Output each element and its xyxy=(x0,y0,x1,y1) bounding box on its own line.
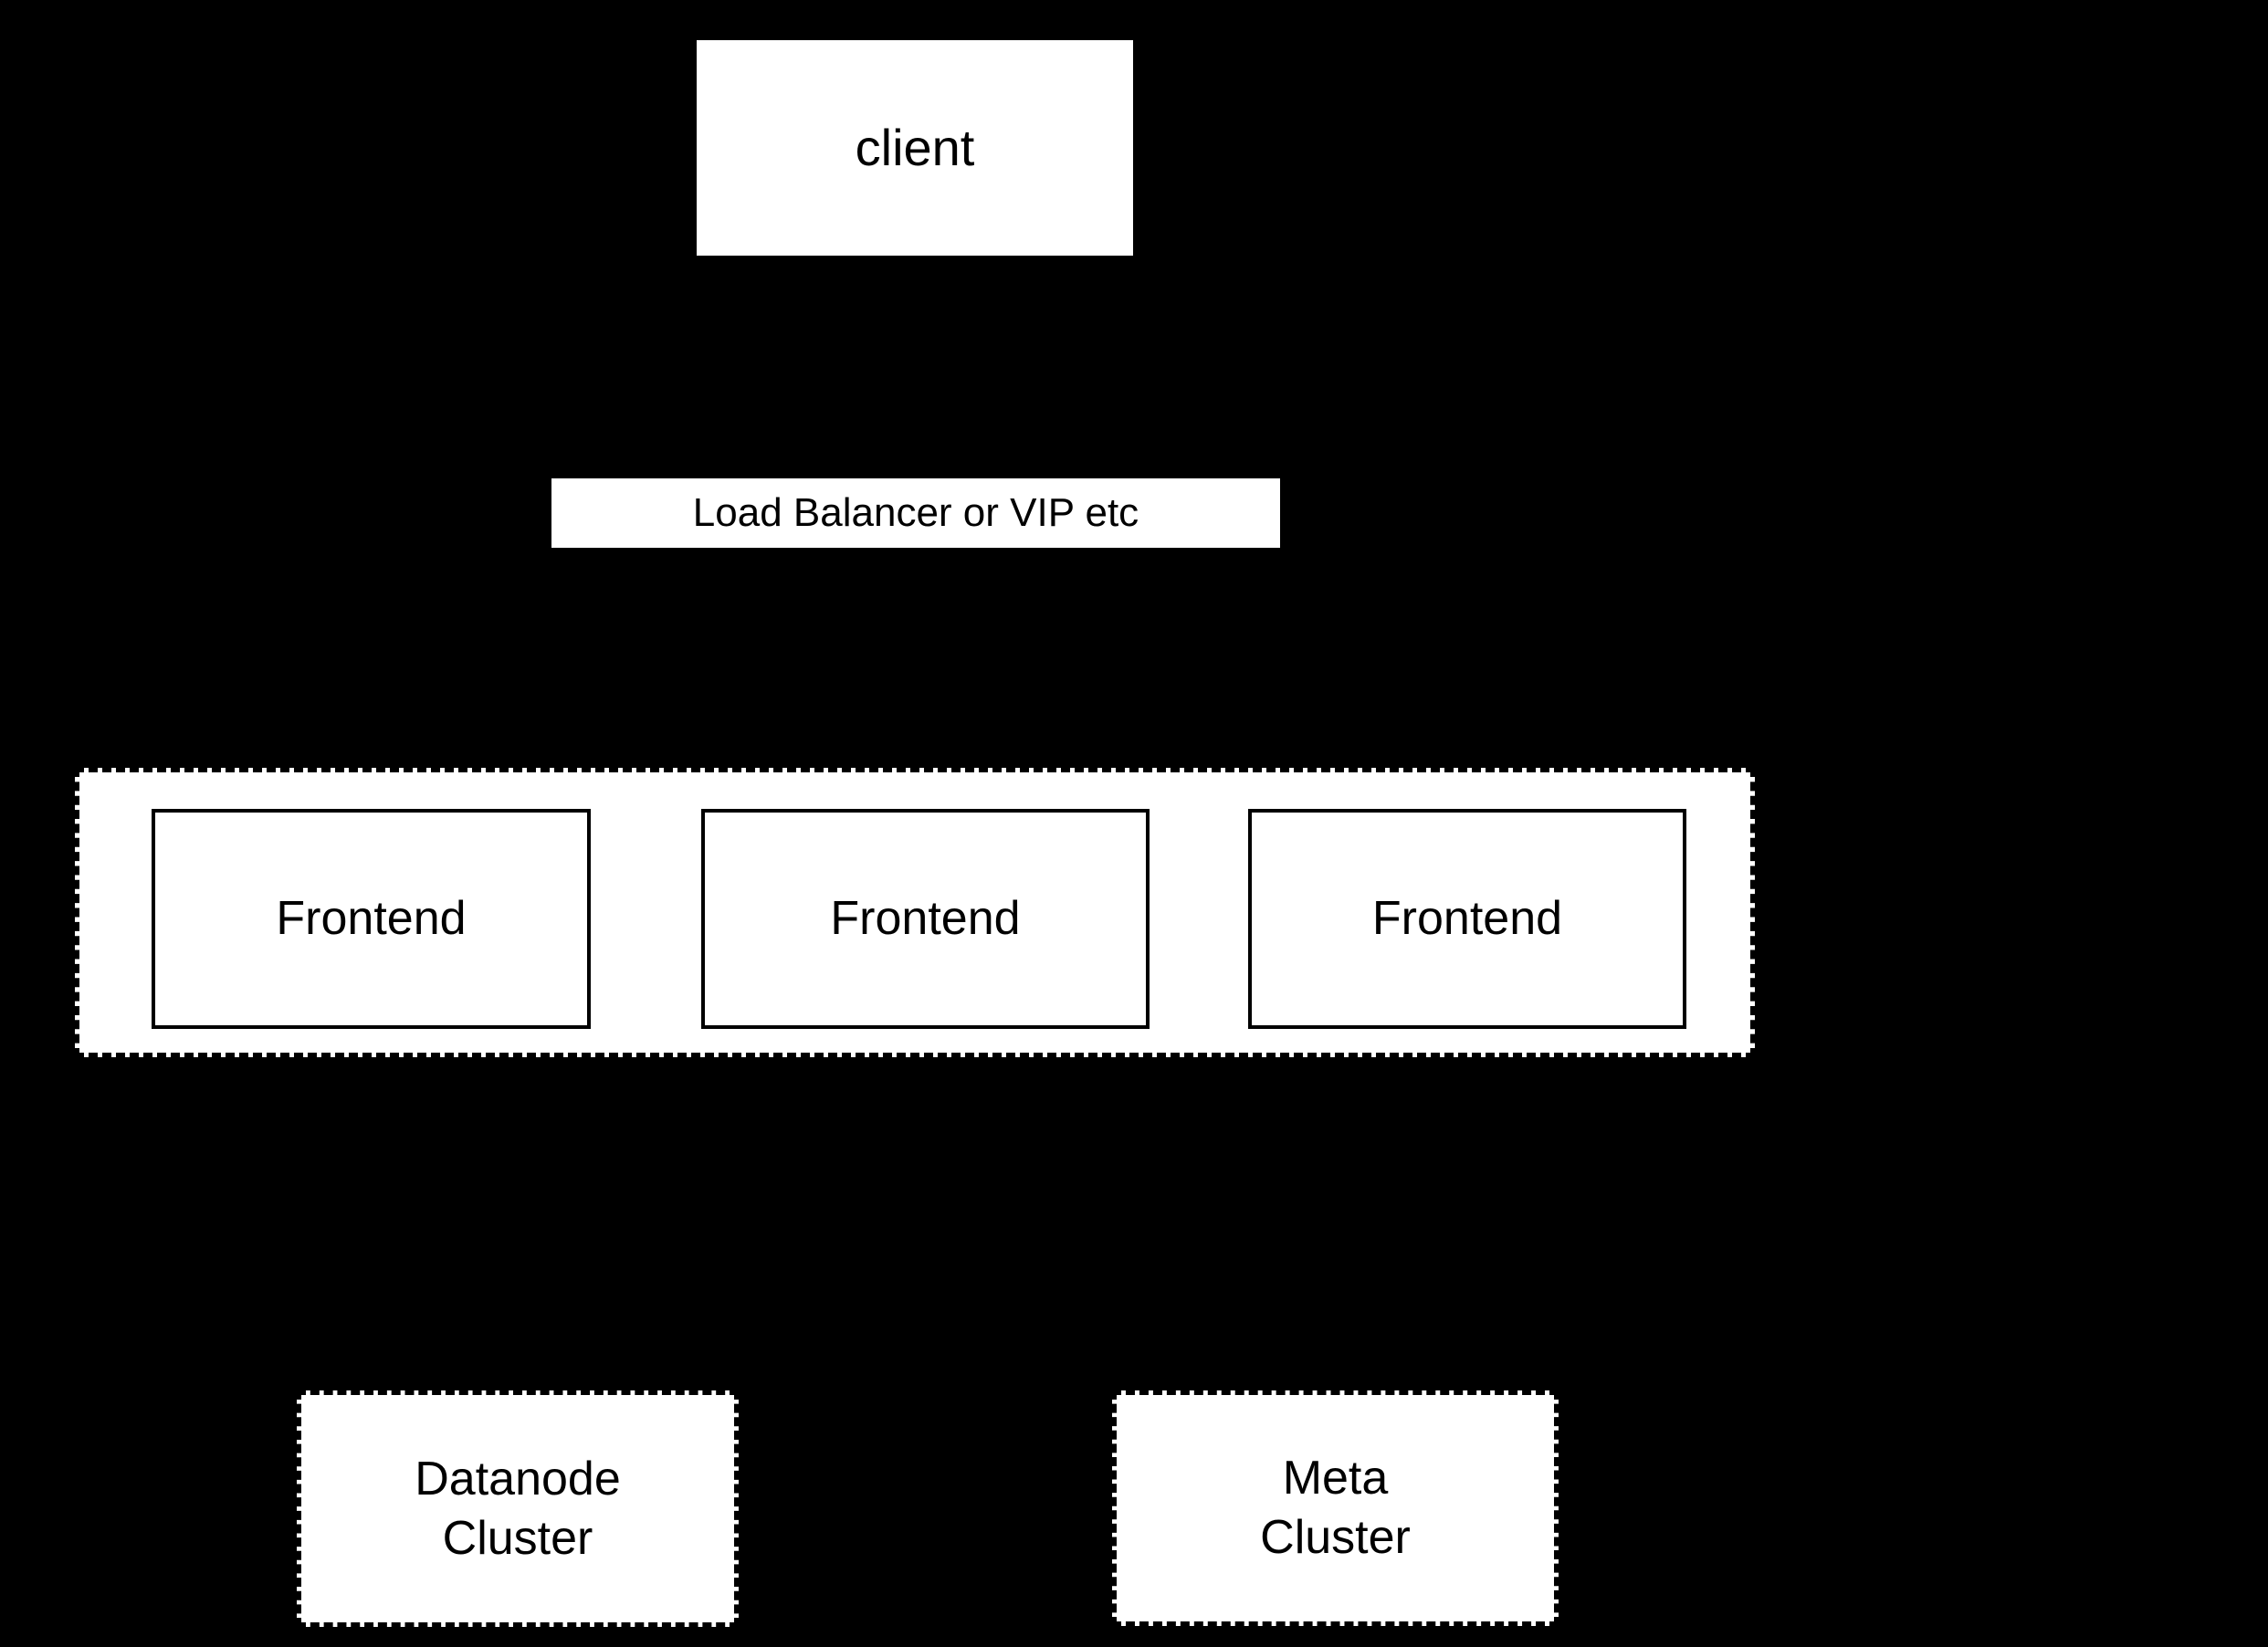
node-datanode-cluster[interactable]: Datanode Cluster xyxy=(297,1390,739,1627)
node-load-balancer[interactable]: Load Balancer or VIP etc xyxy=(551,478,1280,548)
node-client[interactable]: client xyxy=(697,40,1133,256)
node-meta-cluster[interactable]: Meta Cluster xyxy=(1112,1390,1559,1626)
node-frontend-2[interactable]: Frontend xyxy=(701,809,1150,1029)
node-frontend-1[interactable]: Frontend xyxy=(152,809,591,1029)
node-frontend-3[interactable]: Frontend xyxy=(1248,809,1686,1029)
node-frontend-group[interactable]: Frontend Frontend Frontend xyxy=(75,768,1755,1057)
